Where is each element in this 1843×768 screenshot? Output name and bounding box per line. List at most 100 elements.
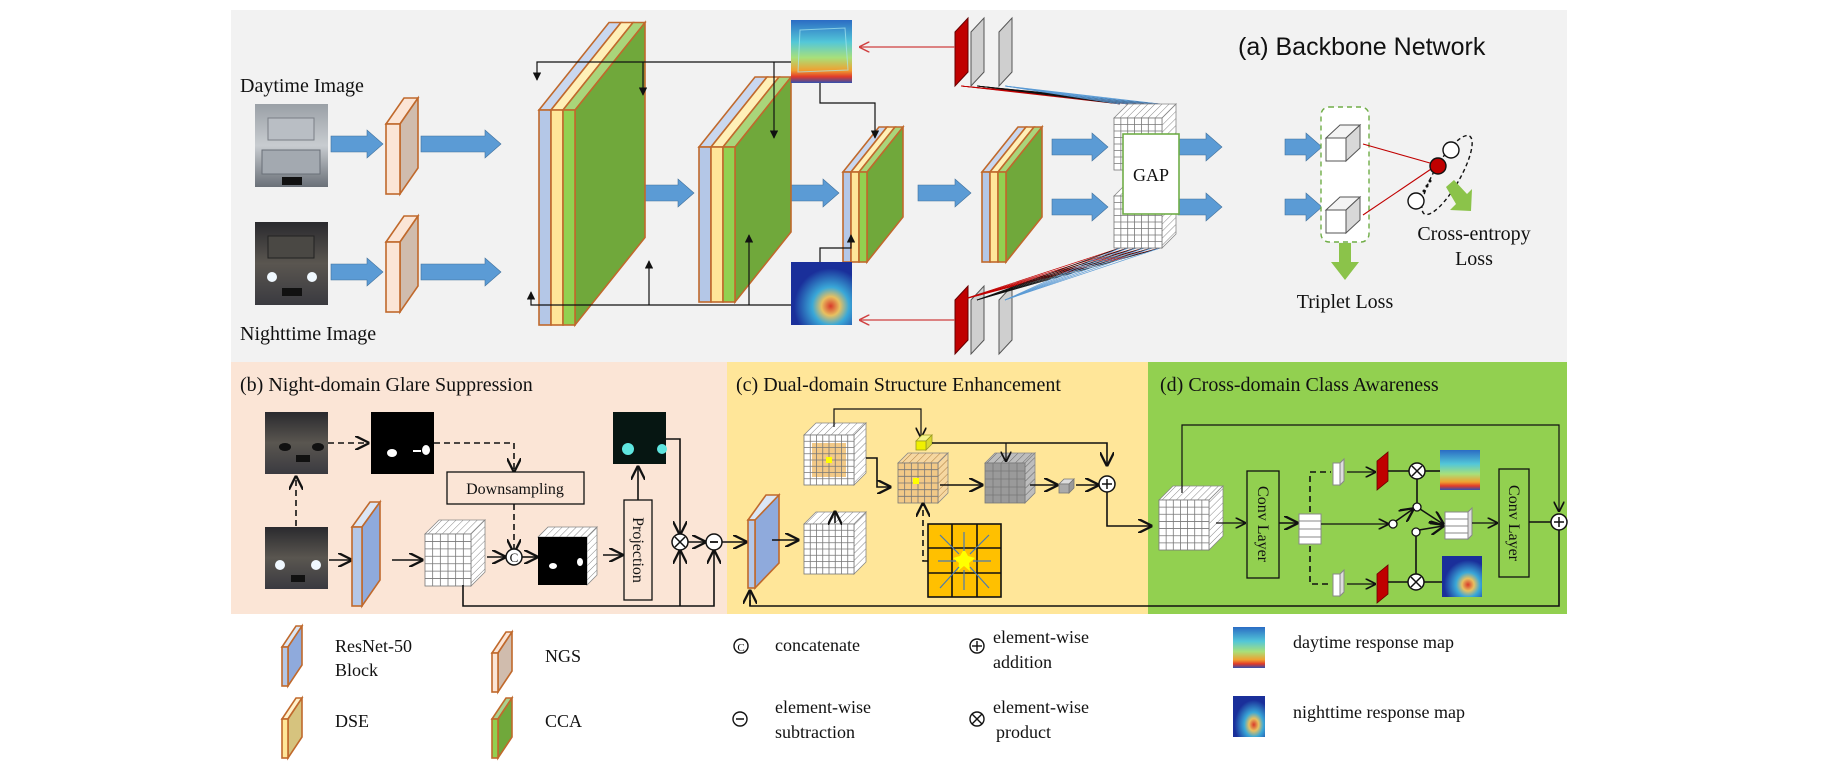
product-operator-b bbox=[671, 533, 689, 551]
resnet-feature-cube-b bbox=[424, 519, 486, 587]
triplet-loss-label: Triplet Loss bbox=[1297, 291, 1394, 313]
conv-layer-label-2: Conv Layer bbox=[1505, 485, 1522, 562]
daytime-response-map bbox=[791, 20, 852, 83]
daytime-response-map-d bbox=[1440, 450, 1480, 490]
blue-arrow bbox=[1177, 132, 1223, 162]
nighttime-car-image bbox=[255, 222, 328, 305]
resnet-block-b bbox=[350, 499, 382, 609]
legend-addition-line2: addition bbox=[993, 652, 1052, 672]
panel-b-title: (b) Night-domain Glare Suppression bbox=[240, 374, 533, 396]
blue-flow-arrows bbox=[330, 129, 1323, 287]
glare-projection-image bbox=[613, 412, 667, 464]
daytime-attention-feedback-lines bbox=[532, 61, 880, 139]
legend-subtraction-line1: element-wise bbox=[775, 697, 871, 717]
junction-node bbox=[1411, 527, 1421, 537]
legend-product-line2: product bbox=[996, 722, 1051, 742]
dse-cube-local bbox=[897, 452, 949, 504]
downsampling-box: Downsampling bbox=[446, 471, 585, 505]
daytime-car-image bbox=[255, 104, 328, 187]
center-pixel bbox=[913, 478, 919, 484]
masked-feature-map bbox=[537, 526, 598, 586]
classifier-weights-bottom bbox=[860, 284, 1013, 356]
cca-input-feature-cube bbox=[1158, 485, 1224, 551]
legend-subtraction-icon bbox=[732, 711, 748, 727]
blue-arrow bbox=[420, 257, 502, 287]
blue-arrow bbox=[1177, 192, 1223, 222]
feature-vector-group bbox=[1320, 106, 1370, 243]
nighttime-response-map bbox=[791, 262, 852, 325]
legend-subtraction-line2: subtraction bbox=[775, 722, 855, 742]
dse-feature-cubes bbox=[803, 422, 1036, 575]
product-operator-d-bottom bbox=[1407, 573, 1425, 591]
neighbor-aggregation-grid bbox=[927, 523, 1002, 598]
class-probability-ellipse bbox=[1362, 134, 1473, 216]
classifier-connection-lines bbox=[960, 85, 1161, 301]
blue-arrow bbox=[1284, 192, 1323, 222]
legend-nighttime-map-icon bbox=[1233, 696, 1265, 737]
addition-operator-d bbox=[1550, 513, 1568, 531]
legend-dse-icon bbox=[280, 695, 304, 761]
ngs-block-night bbox=[384, 213, 420, 315]
backbone-stage-1 bbox=[537, 20, 647, 328]
projection-label: Projection bbox=[629, 517, 646, 583]
product-operator-d-top bbox=[1408, 462, 1426, 480]
resnet-block-c bbox=[746, 493, 781, 590]
blue-arrow bbox=[420, 129, 502, 159]
cca-branch-vector-top bbox=[1332, 457, 1345, 487]
junction-node bbox=[1388, 519, 1398, 529]
night-input-image-top bbox=[265, 412, 328, 474]
legend-resnet-line2: Block bbox=[335, 660, 378, 680]
gray-pooled-vector bbox=[1058, 478, 1075, 494]
conv-layer-box-2: Conv Layer bbox=[1498, 468, 1530, 578]
legend: ResNet-50 Block NGS DSE CCA C concatenat… bbox=[280, 623, 1465, 761]
legend-dse-label: DSE bbox=[335, 711, 369, 731]
svg-text:C: C bbox=[510, 550, 519, 565]
legend-resnet-icon bbox=[280, 623, 304, 689]
legend-cca-icon bbox=[490, 695, 514, 761]
center-pixel bbox=[826, 457, 832, 463]
blue-arrow bbox=[917, 178, 972, 208]
legend-product-icon bbox=[969, 711, 985, 727]
conv-layer-box-1: Conv Layer bbox=[1246, 470, 1280, 579]
classifier-weights-top bbox=[860, 16, 1013, 88]
subtraction-operator bbox=[705, 533, 723, 551]
feature-vector-day bbox=[1324, 123, 1362, 163]
night-input-image-bottom bbox=[265, 527, 328, 589]
blue-arrow bbox=[639, 178, 695, 208]
class-weight-red-bottom bbox=[1376, 564, 1389, 604]
panel-c-title: (c) Dual-domain Structure Enhancement bbox=[736, 374, 1061, 396]
dse-cube-enhanced bbox=[984, 452, 1036, 504]
conv-layer-label-1: Conv Layer bbox=[1254, 486, 1271, 563]
ngs-block-day bbox=[384, 95, 420, 197]
class-weight-red-top bbox=[1376, 451, 1389, 491]
legend-nighttime-map-label: nighttime response map bbox=[1293, 702, 1465, 722]
blue-arrow bbox=[330, 129, 384, 159]
legend-ngs-icon bbox=[490, 629, 514, 695]
concatenate-operator: C bbox=[505, 548, 523, 566]
legend-cca-label: CCA bbox=[545, 711, 582, 731]
yellow-attention-vector bbox=[915, 434, 933, 451]
cross-entropy-label-line1: Cross-entropy bbox=[1417, 223, 1530, 245]
glare-mask-image bbox=[371, 412, 434, 474]
nighttime-image-label: Nighttime Image bbox=[240, 323, 376, 345]
triplet-loss-arrow bbox=[1331, 243, 1359, 280]
svg-text:C: C bbox=[737, 642, 744, 654]
feature-vector-night bbox=[1324, 195, 1362, 235]
dse-cube-context bbox=[803, 422, 867, 486]
legend-resnet-line1: ResNet-50 bbox=[335, 636, 412, 656]
legend-daytime-map-label: daytime response map bbox=[1293, 632, 1454, 652]
gap-label: GAP bbox=[1133, 165, 1169, 185]
daytime-image-label: Daytime Image bbox=[240, 75, 364, 97]
cca-branch-vector-bottom bbox=[1332, 568, 1345, 598]
legend-concat-icon: C bbox=[733, 638, 749, 654]
cca-feature-stack bbox=[1298, 513, 1322, 545]
legend-concat-label: concatenate bbox=[775, 635, 860, 655]
blue-arrow bbox=[1051, 132, 1109, 162]
gap-box: GAP bbox=[1122, 133, 1180, 215]
nighttime-response-map-d bbox=[1442, 556, 1482, 597]
legend-product-line1: element-wise bbox=[993, 697, 1089, 717]
cross-entropy-loss-arrow bbox=[1446, 180, 1472, 211]
blue-arrow bbox=[1284, 132, 1323, 162]
cross-entropy-label-line2: Loss bbox=[1455, 248, 1493, 270]
backbone-stage-4 bbox=[980, 124, 1044, 265]
